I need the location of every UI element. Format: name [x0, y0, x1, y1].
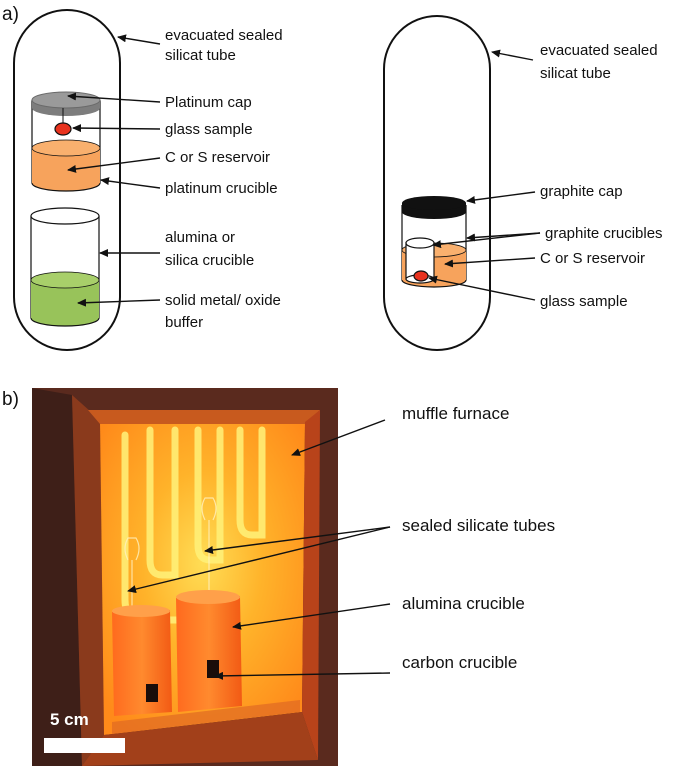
platinum-cap [31, 91, 101, 116]
reservoir-label-right: C or S reservoir [540, 250, 645, 267]
graphite-cap-arrow [466, 191, 536, 204]
buffer-arrow [77, 298, 161, 307]
tube-label-left-1: evacuated sealed [165, 27, 283, 44]
glass-sample-arrow-right [428, 275, 536, 301]
sealed-tubes-label: sealed silicate tubes [402, 516, 555, 535]
carbon-crucible-arrow [214, 671, 391, 680]
tube-arrow-right [491, 49, 534, 61]
platinum-crucible-label: platinum crucible [165, 180, 278, 197]
platinum-cap-arrow [67, 92, 161, 103]
tube-label-right-2: silicat tube [540, 65, 611, 82]
glass-sample-label-left: glass sample [165, 121, 253, 138]
glass-sample-label-right: glass sample [540, 293, 628, 310]
tube-label-right-1: evacuated sealed [540, 42, 658, 59]
glass-sample-right [413, 270, 429, 282]
platinum-crucible-arrow [100, 177, 161, 189]
scale-bar-label: 5 cm [50, 710, 89, 729]
graphite-crucibles-label: graphite crucibles [545, 225, 663, 242]
alumina-crucible-photo-label: alumina crucible [402, 594, 525, 613]
reservoir-arrow-right [444, 257, 536, 268]
graphite-cap-label: graphite cap [540, 183, 623, 200]
left-annotations: evacuated sealed silicat tube Platinum c… [67, 27, 283, 331]
glass-sample-arrow-left [72, 124, 161, 133]
graphite-crucibles-arrow-2 [432, 232, 541, 249]
sealed-tubes-arrow-1 [204, 526, 391, 554]
right-silicate-tube [383, 15, 491, 351]
reservoir-label-left: C or S reservoir [165, 149, 270, 166]
panel-b-label: b) [2, 389, 19, 410]
alumina-label-2: silica crucible [165, 252, 254, 269]
alumina-label-1: alumina or [165, 229, 235, 246]
reservoir-arrow-left [67, 157, 161, 173]
right-annotations: evacuated sealed silicat tube graphite c… [428, 42, 663, 310]
scale-bar [44, 738, 125, 753]
alumina-crucible-arrow [232, 603, 391, 630]
carbon-crucible-label: carbon crucible [402, 653, 517, 672]
muffle-furnace-label: muffle furnace [402, 404, 509, 423]
panel-b-annotations: muffle furnace sealed silicate tubes alu… [127, 404, 555, 680]
muffle-furnace-arrow [291, 419, 386, 456]
panel-a-label: a) [2, 4, 19, 25]
buffer-label-2: buffer [165, 314, 203, 331]
buffer-label-1: solid metal/ oxide [165, 292, 281, 309]
tube-label-left-2: silicat tube [165, 47, 236, 64]
alumina-silica-crucible [30, 207, 100, 327]
sealed-tubes-arrow-2 [127, 526, 391, 593]
graphite-crucible-inner [405, 237, 435, 284]
tube-arrow-left [117, 34, 161, 45]
graphite-cap [402, 196, 466, 219]
platinum-crucible [31, 100, 101, 192]
left-silicate-tube [13, 9, 121, 351]
glass-sample-left [54, 108, 72, 136]
platinum-cap-label: Platinum cap [165, 94, 252, 111]
